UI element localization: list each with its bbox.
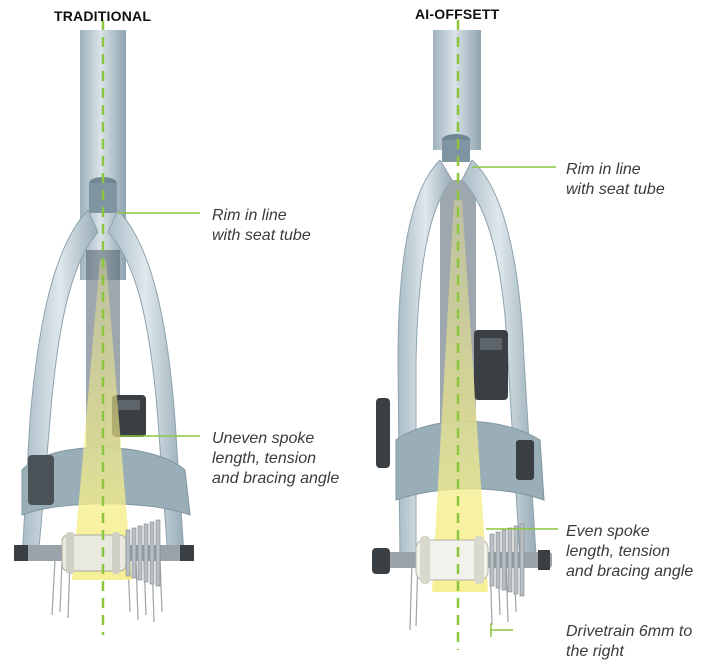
- aioffsett-axle-end-right: [538, 550, 550, 570]
- traditional-spoke-callout: Uneven spoke length, tension and bracing…: [212, 429, 339, 489]
- aioffsett-hub-flange-left: [420, 536, 430, 584]
- traditional-axle-end-right: [180, 545, 194, 561]
- traditional-rim-callout: Rim in line with seat tube: [212, 206, 311, 246]
- aioffsett-cassette: [489, 523, 525, 597]
- traditional-cassette: [125, 519, 161, 587]
- aioffsett-frame: [372, 20, 558, 650]
- aioffsett-axle-end-left: [372, 548, 390, 574]
- callout-line: length, tension: [566, 543, 671, 560]
- aioffsett-hub: [415, 539, 489, 581]
- callout-line: length, tension: [212, 450, 317, 467]
- traditional-hub-flange-left: [66, 532, 74, 574]
- callout-line: Rim in line: [212, 207, 287, 224]
- callout-line: with seat tube: [212, 227, 311, 244]
- traditional-rotor: [28, 455, 54, 505]
- aioffsett-caliper-detail: [480, 338, 502, 350]
- callout-line: Drivetrain 6mm to: [566, 623, 693, 640]
- aioffsett-hub-flange-right: [474, 536, 484, 584]
- traditional-axle-end-left: [14, 545, 28, 561]
- aioffsett-bridge-tube: [442, 140, 470, 162]
- callout-line: and bracing angle: [212, 470, 340, 487]
- aioffsett-spoke-zone: [432, 200, 488, 592]
- callout-line: and bracing angle: [566, 563, 694, 580]
- traditional-frame: [14, 20, 200, 635]
- callout-line: the right: [566, 643, 624, 660]
- aioffsett-rim-callout: Rim in line with seat tube: [566, 160, 665, 200]
- aioffsett-heading: AI-OFFSETT: [415, 6, 500, 22]
- callout-line: Rim in line: [566, 161, 641, 178]
- aioffsett-rotor: [376, 398, 390, 468]
- callout-line: Uneven spoke: [212, 430, 315, 447]
- callout-line: with seat tube: [566, 181, 665, 198]
- traditional-hub-flange-right: [112, 532, 120, 574]
- callout-line: Even spoke: [566, 523, 650, 540]
- aioffsett-drivetrain-callout: Drivetrain 6mm to the right: [566, 622, 692, 662]
- aioffsett-dropout-detail: [516, 440, 534, 480]
- aioffsett-spoke-callout: Even spoke length, tension and bracing a…: [566, 522, 693, 582]
- traditional-caliper-detail: [118, 400, 140, 410]
- traditional-heading: TRADITIONAL: [54, 8, 152, 24]
